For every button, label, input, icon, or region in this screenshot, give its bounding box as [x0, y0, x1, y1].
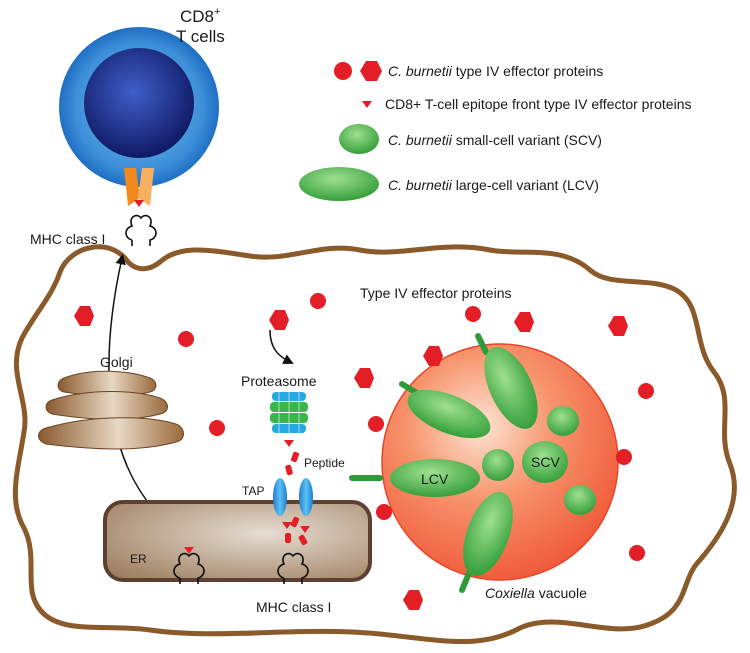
- scv-bacterium-2: [482, 449, 514, 481]
- mhc-class-i-er-icon-1: [173, 552, 205, 584]
- effector-hexagon: [608, 316, 628, 336]
- effector-circle: [638, 383, 654, 399]
- effector-circle: [178, 331, 194, 347]
- legend-item-effector: C. burnetii type IV effector proteins: [334, 61, 603, 81]
- red-circle-icon: [334, 62, 352, 80]
- effector-circle: [368, 416, 384, 432]
- red-triangle-icon: [362, 101, 372, 108]
- effector-circle: [465, 306, 481, 322]
- svg-text:C. burnetii small-cell variant: C. burnetii small-cell variant (SCV): [388, 132, 602, 148]
- scv-label: SCV: [531, 454, 560, 470]
- effector-hexagon: [269, 310, 289, 330]
- effector-circle: [616, 449, 632, 465]
- effector-hexagon: [403, 590, 423, 610]
- proteasome-icon: [270, 392, 308, 433]
- peptide-label: Peptide: [304, 456, 345, 470]
- proteasome-label: Proteasome: [241, 373, 317, 389]
- peptide-fragments: [282, 440, 310, 546]
- legend-item-scv: C. burnetii small-cell variant (SCV): [339, 124, 602, 154]
- effector-hexagon: [74, 306, 94, 326]
- mhc-bottom-label: MHC class I: [256, 599, 331, 615]
- lcv-label: LCV: [421, 471, 449, 487]
- endoplasmic-reticulum: [103, 500, 372, 582]
- tap-transporter: [273, 478, 313, 516]
- red-hexagon-icon: [360, 61, 382, 81]
- golgi-apparatus: [38, 370, 184, 450]
- tcr-receptor-left: [124, 168, 140, 206]
- effector-proteins: [74, 293, 654, 610]
- scv-bacterium-3: [522, 441, 568, 483]
- green-small-ellipse-icon: [339, 124, 379, 154]
- effector-hexagon: [514, 312, 534, 332]
- legend: C. burnetii type IV effector proteins CD…: [299, 61, 691, 201]
- bacteria-group: [349, 333, 596, 593]
- lcv-bacterium-bottom: [463, 492, 513, 576]
- lcv-bacterium-left: [390, 459, 480, 497]
- effector-to-proteasome-arrow: [269, 329, 294, 364]
- mhc-top-label: MHC class I: [30, 231, 105, 247]
- lcv-bacterium-upper-left: [407, 389, 491, 439]
- scv-bacterium-4: [564, 485, 596, 515]
- t-cell-nucleus: [84, 48, 194, 158]
- effector-hexagon: [423, 346, 443, 366]
- mhc-class-i-membrane-icon: [125, 214, 157, 246]
- legend-item-epitope: CD8+ T-cell epitope front type IV effect…: [362, 96, 691, 112]
- legend-item-lcv: C. burnetii large-cell variant (LCV): [299, 167, 599, 201]
- effector-circle: [376, 504, 392, 520]
- tap-label: TAP: [242, 484, 264, 498]
- svg-text:C. burnetii type IV effector p: C. burnetii type IV effector proteins: [388, 63, 603, 79]
- green-large-ellipse-icon: [299, 167, 379, 201]
- tcell-label-line1: CD8+: [180, 6, 220, 26]
- cd8-t-cell: [59, 27, 219, 207]
- effector-circle: [209, 420, 225, 436]
- svg-text:C. burnetii large-cell variant: C. burnetii large-cell variant (LCV): [388, 177, 599, 193]
- lcv-bacterium-top: [484, 347, 538, 429]
- golgi-label: Golgi: [100, 354, 133, 370]
- er-label: ER: [130, 552, 147, 566]
- svg-text:CD8+ T-cell epitope front type: CD8+ T-cell epitope front type IV effect…: [385, 96, 691, 112]
- effector-circle: [310, 293, 326, 309]
- epitope-on-tcr: [134, 200, 144, 207]
- mhc-class-i-er-icon-2: [277, 552, 309, 584]
- epitope-in-er: [184, 547, 194, 554]
- type-iv-label: Type IV effector proteins: [360, 285, 512, 301]
- scv-bacterium-1: [547, 406, 579, 436]
- tcell-label-line2: T cells: [176, 27, 225, 46]
- tcr-receptor-right: [138, 168, 154, 206]
- effector-circle: [629, 545, 645, 561]
- vacuole-label: Coxiella vacuole: [485, 585, 587, 601]
- effector-hexagon: [354, 368, 374, 388]
